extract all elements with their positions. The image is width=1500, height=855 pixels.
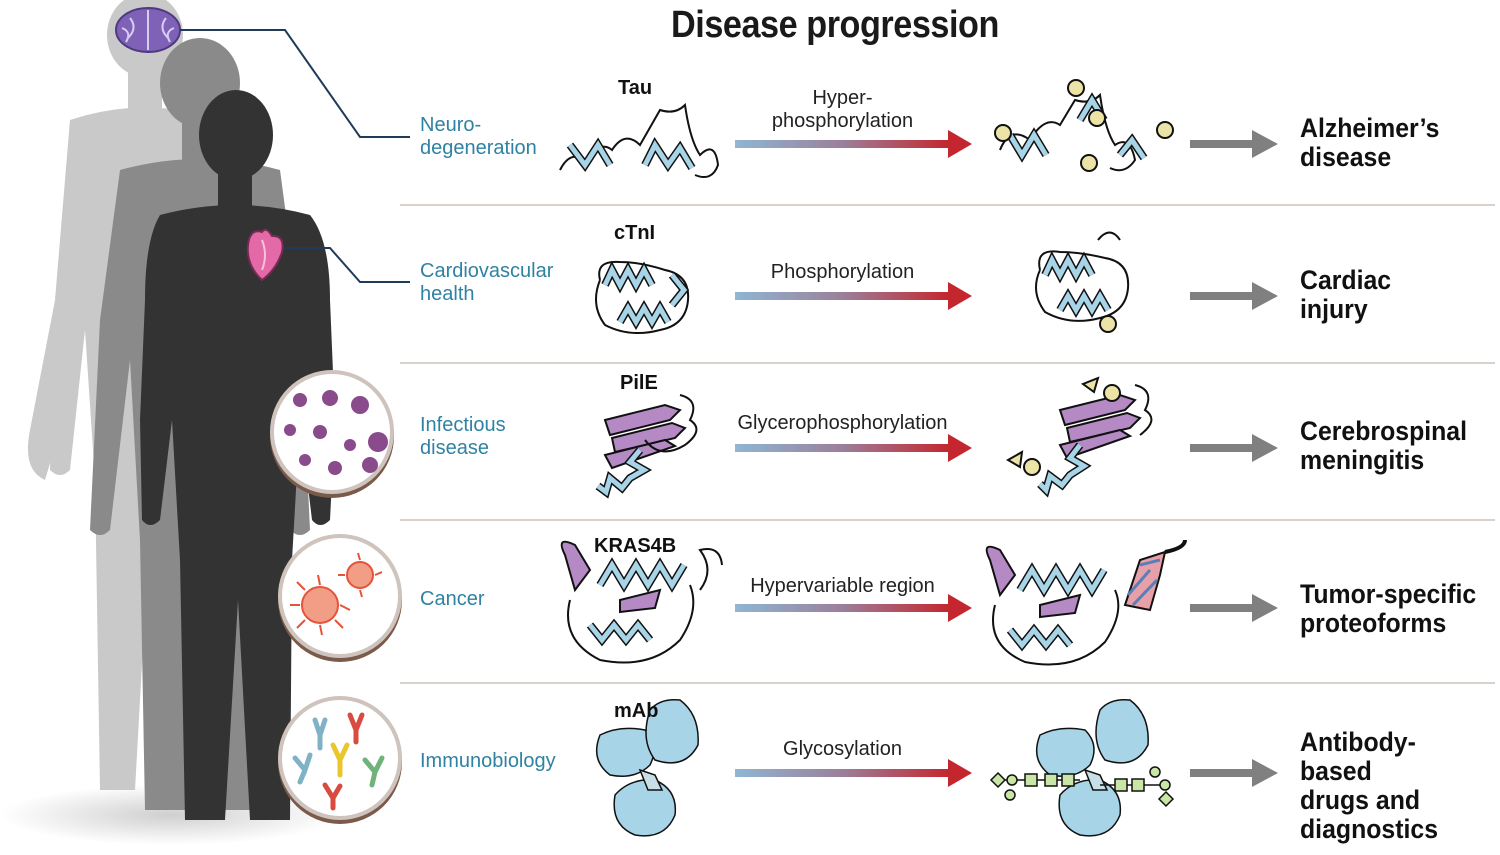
bacteria-circle-icon (270, 370, 394, 498)
protein-label-kras4b: KRAS4B (594, 535, 677, 557)
figure-title: Disease progression (671, 4, 999, 46)
category-label-immunobiology: Immunobiology (420, 750, 556, 772)
leader-line-heart (284, 247, 410, 283)
kras4b-protein-icon (560, 540, 723, 664)
category-label-cancer: Cancer (420, 588, 485, 610)
process-label-glycerophosphorylation: Glycerophosphorylation (737, 412, 948, 434)
ctni-phosphorylated-icon (1035, 231, 1130, 333)
heart-icon (246, 228, 284, 282)
antibody-circle-icon (278, 696, 402, 824)
leader-line-brain (180, 29, 410, 138)
outcome-arrow-3 (1190, 434, 1278, 462)
process-arrow-4 (735, 594, 972, 622)
process-label-hyperphosphorylation: Hyper- phosphorylation (771, 87, 914, 132)
category-label-neurodegeneration: Neuro- degeneration (420, 114, 537, 159)
outcome-label-meningitis: Cerebrospinal meningitis (1300, 416, 1468, 475)
outcome-label-antibody-drugs: Antibody-based drugs and diagnostics (1300, 727, 1439, 844)
protein-label-mab: mAb (614, 700, 659, 722)
process-label-hypervariable-region: Hypervariable region (750, 575, 935, 597)
protein-label-ctni: cTnI (614, 222, 656, 244)
category-label-infectious: Infectious disease (420, 414, 506, 459)
outcome-label-cardiac-injury: Cardiac injury (1300, 265, 1392, 324)
process-arrow-2 (735, 282, 972, 310)
protein-label-pile: PilE (620, 372, 658, 394)
outcome-arrow-2 (1190, 282, 1278, 310)
outcome-arrow-4 (1190, 594, 1278, 622)
outcome-arrows (1190, 130, 1278, 787)
process-label-phosphorylation: Phosphorylation (770, 261, 915, 283)
outcome-arrow-1 (1190, 130, 1278, 158)
mab-protein-icon (595, 698, 699, 837)
row-dividers (400, 204, 1495, 684)
process-arrows (735, 130, 972, 787)
outcome-label-tumor-proteoforms: Tumor-specific proteoforms (1300, 579, 1477, 638)
outcome-arrow-5 (1190, 759, 1278, 787)
brain-icon (115, 7, 181, 53)
pile-modified-icon (1006, 376, 1153, 498)
category-label-cardiovascular: Cardiovascular health (420, 260, 554, 305)
outcome-label-alzheimers: Alzheimer’s disease (1300, 113, 1440, 172)
mab-glycosylated-icon (989, 698, 1175, 837)
pile-protein-icon (595, 394, 698, 499)
ctni-protein-icon (595, 260, 690, 335)
tau-phosphorylated-icon (994, 79, 1174, 172)
cancer-cell-circle-icon (278, 534, 402, 662)
process-arrow-5 (735, 759, 972, 787)
tau-protein-icon (559, 102, 720, 178)
silhouette-front (140, 90, 335, 820)
kras4b-modified-icon (985, 539, 1187, 666)
protein-label-tau: Tau (618, 77, 653, 99)
process-arrow-3 (735, 434, 972, 462)
process-label-glycosylation: Glycosylation (783, 738, 902, 760)
process-arrow-1 (735, 130, 972, 158)
